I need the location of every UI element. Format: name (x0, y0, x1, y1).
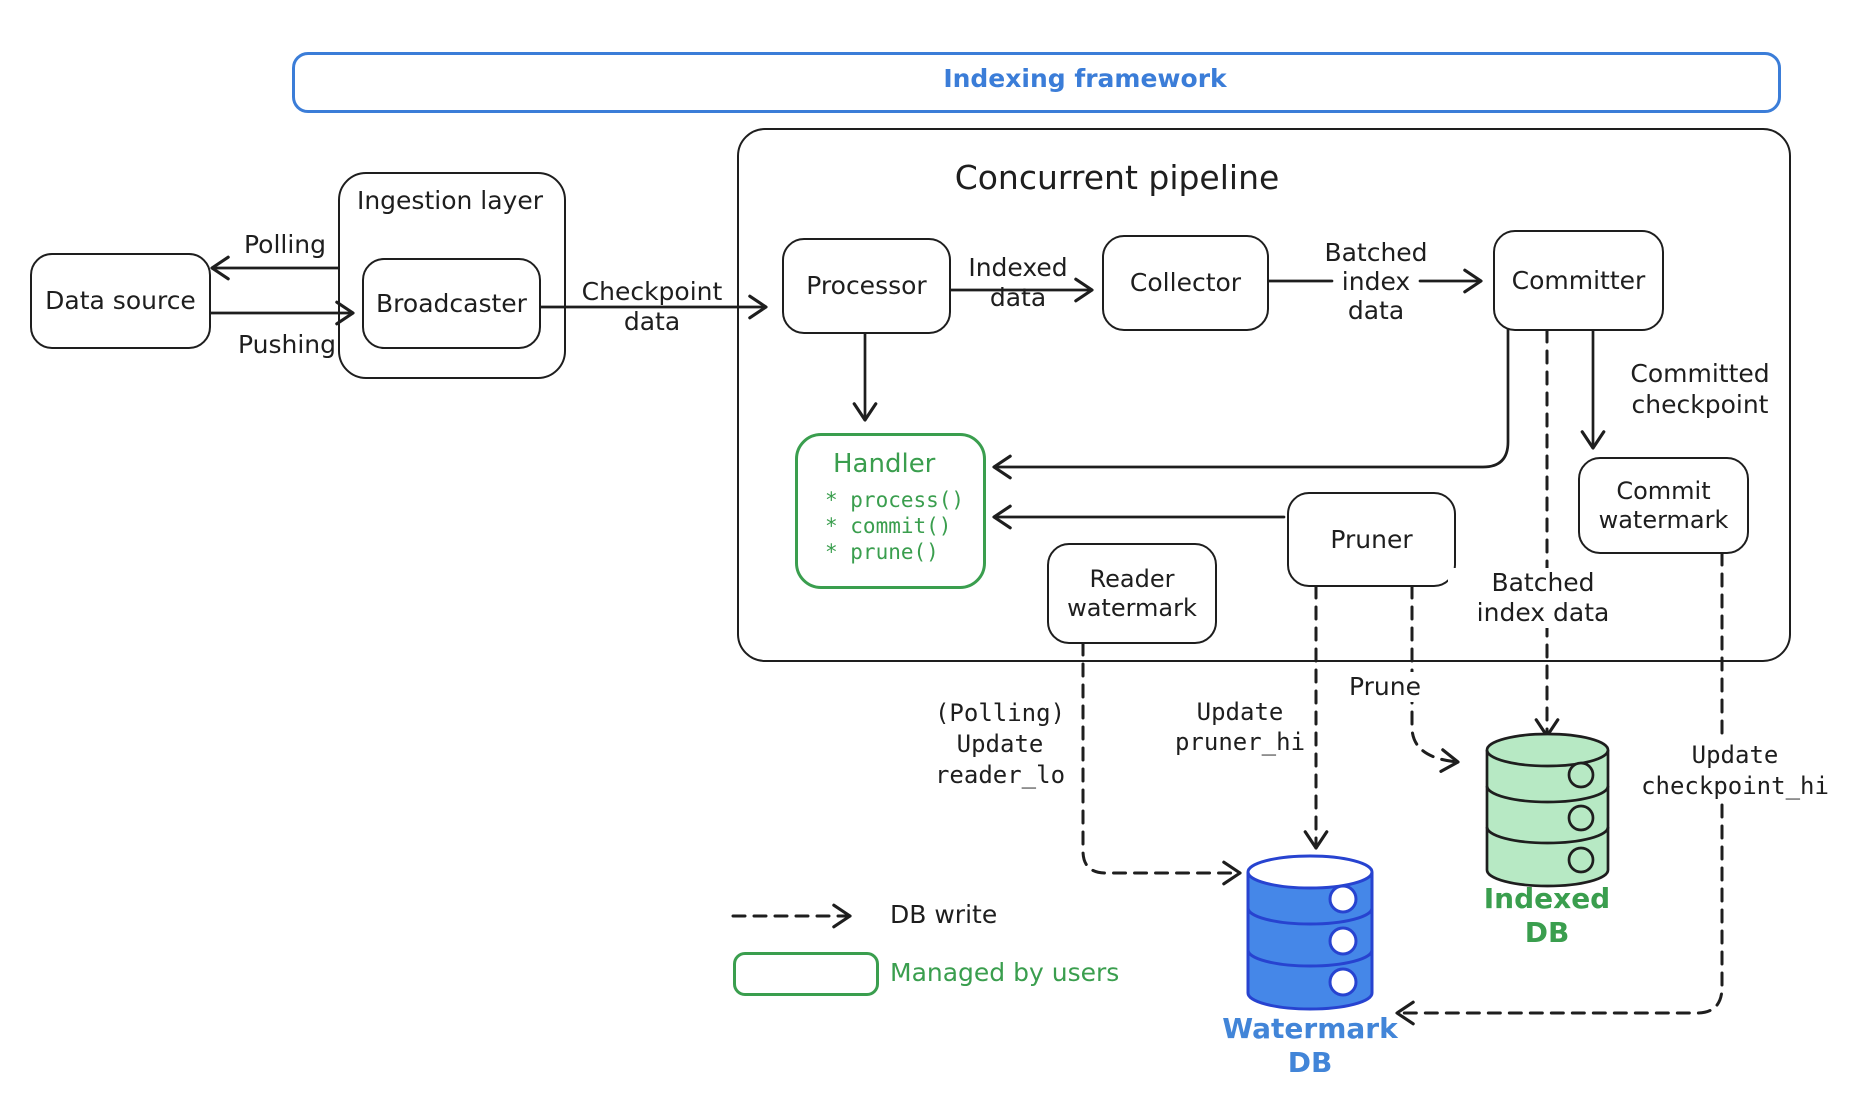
watermark-db-label: Watermark DB (1222, 1012, 1398, 1079)
legend-managed-by-users-label: Managed by users (890, 958, 1120, 987)
pushing-label: Pushing (237, 330, 336, 359)
pruner-label: Pruner (1330, 524, 1413, 554)
node-committer: Committer (1493, 230, 1664, 331)
concurrent-pipeline-label: Concurrent pipeline (954, 158, 1280, 197)
node-handler (795, 433, 986, 589)
checkpoint-data-label: Checkpoint data (581, 277, 723, 336)
batched-index-data-line1: Batched (1324, 238, 1428, 267)
committed-checkpoint-label: Committed checkpoint (1630, 359, 1770, 419)
watermark-db-cylinder (1246, 854, 1374, 1011)
node-processor: Processor (782, 238, 951, 334)
legend-managed-swatch (733, 952, 879, 996)
node-commit-watermark: Commit watermark (1578, 457, 1749, 554)
polling-update-reader-lo-label: (Polling) Update reader_lo (934, 699, 1066, 789)
handler-method-prune: * prune() (825, 540, 939, 564)
indexing-framework-label: Indexing framework (943, 64, 1227, 93)
legend-db-write-label: DB write (890, 900, 998, 929)
batched-index-data-line3: data (1347, 296, 1405, 325)
commit-watermark-label: Commit watermark (1598, 476, 1729, 534)
update-checkpoint-hi-label: Update checkpoint_hi (1625, 740, 1845, 802)
batched-index-data-line2: index (1341, 267, 1411, 296)
node-data-source: Data source (30, 253, 211, 349)
prune-label: Prune (1330, 672, 1440, 702)
indexing-framework-banner (292, 52, 1781, 113)
node-collector: Collector (1102, 235, 1269, 331)
reader-watermark-label: Reader watermark (1067, 564, 1197, 622)
collector-label: Collector (1129, 268, 1242, 297)
ingestion-layer-label: Ingestion layer (356, 186, 544, 215)
data-source-label: Data source (45, 286, 196, 315)
dashed-prune (1410, 584, 1460, 773)
batched-index-data-bottom-label: Batched index data (1448, 568, 1638, 628)
ingestion-layer-box (338, 172, 566, 379)
indexed-db-cylinder (1485, 732, 1610, 888)
handler-method-process: * process() (825, 488, 965, 512)
committer-label: Committer (1511, 265, 1646, 295)
node-pruner: Pruner (1287, 492, 1456, 587)
update-pruner-hi-label: Update pruner_hi (1174, 698, 1306, 756)
arrow-committer-to-handler (992, 328, 1510, 480)
dashed-update-checkpoint-hi (1395, 551, 1724, 1026)
polling-label: Polling (243, 230, 327, 259)
indexed-db-label: Indexed DB (1483, 882, 1611, 949)
processor-label: Processor (806, 271, 927, 300)
node-reader-watermark: Reader watermark (1047, 543, 1217, 644)
indexed-data-label: Indexed data (968, 253, 1068, 312)
dashed-update-reader-lo (1081, 641, 1242, 886)
broadcaster-label: Broadcaster (376, 288, 527, 318)
handler-title: Handler (833, 449, 936, 479)
handler-method-commit: * commit() (825, 514, 952, 538)
node-broadcaster: Broadcaster (362, 258, 541, 349)
